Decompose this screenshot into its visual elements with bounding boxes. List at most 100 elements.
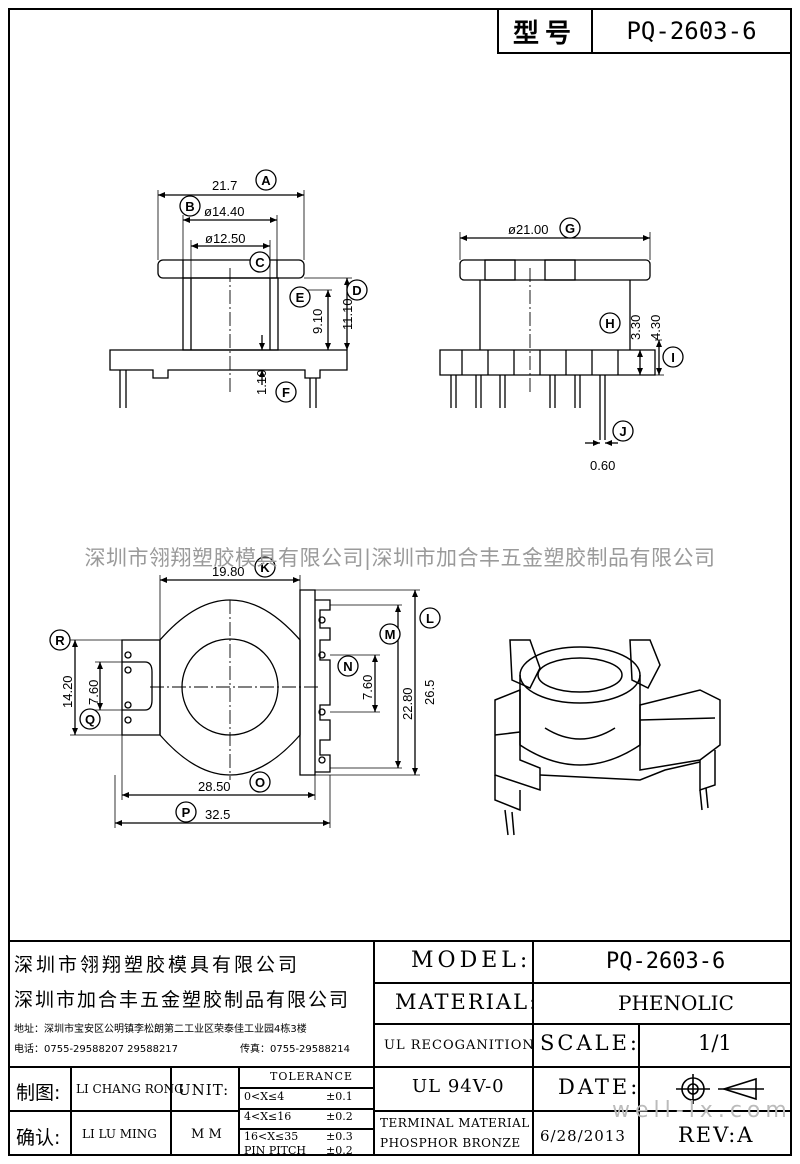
svg-text:K: K [260,560,270,575]
callout-q: Q [79,708,101,730]
dim-a: 21.7 [212,178,237,193]
scale-value: 1/1 [698,1031,732,1055]
tolerance-range-1: 0<X≤4 [244,1090,285,1103]
technical-drawing: 21.7 ø14.40 ø12.50 11.10 9.10 1.10 ø21.0… [49,169,721,836]
checked-by-label: 确认: [16,1127,61,1149]
svg-text:A: A [261,173,271,188]
dim-g: ø21.00 [508,222,548,237]
callout-c: C [249,251,271,273]
drawing-frame [8,8,792,1156]
dim-k: 19.80 [212,564,245,579]
model-value: PQ-2603-6 [606,949,726,974]
dim-r: 14.20 [60,675,75,708]
company-name-2: 深圳市加合丰五金塑胶制品有限公司 [14,989,351,1011]
svg-text:P: P [182,805,191,820]
tolerance-range-3: 16<X≤35 [244,1130,299,1143]
unit-label: UNIT: [178,1081,230,1099]
terminal-material-value: PHOSPHOR BRONZE [380,1136,521,1150]
svg-text:G: G [565,221,575,236]
dim-l: 26.5 [422,680,437,705]
projection-symbol-icon [676,1074,764,1104]
company-phone: 电话：0755-29588207 29588217 [14,1044,179,1055]
callout-e: E [289,286,311,308]
svg-text:D: D [352,283,361,298]
tolerance-value-1: ±0.1 [326,1090,353,1103]
model-label: MODEL: [411,948,532,973]
unit-value: M M [191,1127,222,1142]
watermark-text: 深圳市翎翔塑胶模具有限公司|深圳市加合丰五金塑胶制品有限公司 [84,546,716,570]
material-label: MATERIAL: [395,990,539,1014]
dim-o: 28.50 [198,779,231,794]
tolerance-range-2: 4<X≤16 [244,1110,292,1123]
tolerance-value-4: ±0.2 [326,1144,353,1157]
callout-r: R [49,629,71,651]
ul-label: UL RECOGANITION [384,1038,535,1053]
svg-text:C: C [255,255,265,270]
svg-text:R: R [55,633,65,648]
company-name-1: 深圳市翎翔塑胶模具有限公司 [14,954,301,976]
callout-i: I [662,346,684,368]
callout-l: L [419,607,441,629]
callout-d: D [346,279,368,301]
dim-e: 9.10 [310,309,325,334]
dim-m: 22.80 [400,687,415,720]
dim-q: 7.60 [86,680,101,705]
callout-k: K [254,556,276,578]
callout-o: O [249,771,271,793]
svg-text:L: L [426,611,434,626]
tolerance-value-3: ±0.3 [326,1130,353,1143]
callout-h: H [599,312,621,334]
tolerance-value-2: ±0.2 [326,1110,353,1123]
svg-text:O: O [255,775,265,790]
dim-j: 0.60 [590,458,615,473]
callout-g: G [559,217,581,239]
svg-text:N: N [343,659,352,674]
svg-text:B: B [185,199,194,214]
svg-text:M: M [385,627,396,642]
dim-i: 4.30 [648,315,663,340]
date-value: 6/28/2013 [540,1127,626,1145]
svg-text:J: J [619,424,626,439]
checked-by-value: LI LU MING [82,1127,157,1141]
revision: REV:A [678,1123,755,1147]
callout-n: N [337,655,359,677]
front-view [109,190,352,408]
drawn-by-value: LI CHANG RONG [76,1082,184,1096]
ul-value: UL 94V-0 [412,1076,505,1097]
dim-p: 32.5 [205,807,230,822]
svg-text:E: E [296,290,305,305]
svg-text:H: H [605,316,614,331]
callout-j: J [612,420,634,442]
header-model-box: 型号 PQ-2603-6 [497,8,792,54]
isometric-view [494,639,721,836]
terminal-material-label: TERMINAL MATERIAL [380,1116,530,1130]
dim-h: 3.30 [628,315,643,340]
company-address: 地址：深圳市宝安区公明镇李松朗第二工业区荣泰佳工业园4栋3楼 [14,1024,307,1035]
callout-m: M [379,623,401,645]
company-fax: 传真：0755-29588214 [240,1044,350,1055]
dim-f: 1.10 [254,370,269,395]
watermark-site: well-lx.com [612,1098,792,1123]
header-model-value: PQ-2603-6 [626,17,757,45]
date-label: DATE: [558,1075,641,1099]
svg-text:I: I [671,350,675,365]
drawn-by-label: 制图: [16,1082,61,1104]
dim-n: 7.60 [360,675,375,700]
header-model-label: 型号 [499,10,593,52]
dim-c: ø12.50 [205,231,245,246]
dim-b: ø14.40 [204,204,244,219]
tolerance-title: TOLERANCE [270,1070,353,1083]
callout-f: F [275,381,297,403]
tolerance-range-4: PIN PITCH [244,1144,306,1157]
title-block: 深圳市翎翔塑胶模具有限公司 深圳市加合丰五金塑胶制品有限公司 地址：深圳市宝安区… [8,940,792,1158]
material-value: PHENOLIC [618,991,734,1015]
dim-d: 11.10 [340,298,355,330]
side-view [439,232,664,446]
callout-a: A [255,169,277,191]
callout-p: P [175,801,197,823]
svg-text:F: F [282,385,290,400]
svg-text:Q: Q [85,712,95,727]
callout-b: B [179,195,201,217]
bottom-view [70,575,420,828]
scale-label: SCALE: [540,1031,640,1055]
